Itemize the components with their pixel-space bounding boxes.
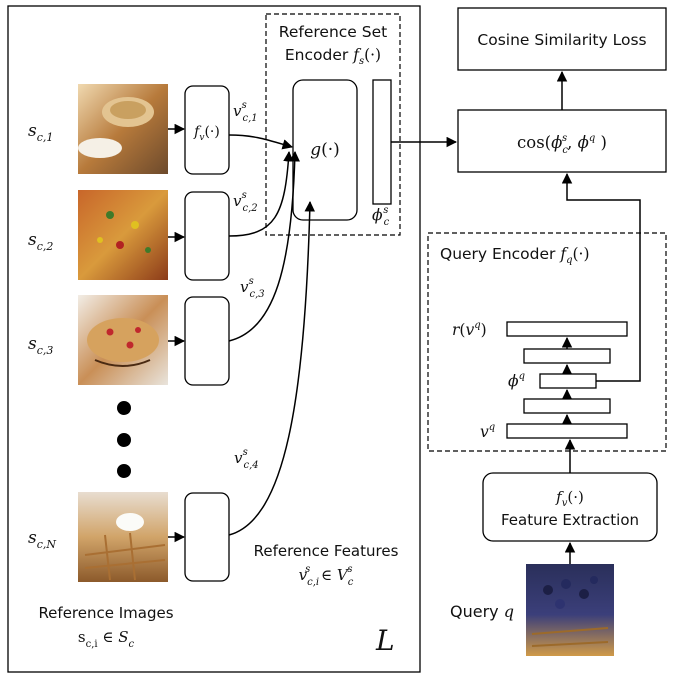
ellipsis-dot-1 xyxy=(117,401,131,415)
ellipsis-dot-3 xyxy=(117,464,131,478)
query-label: Query q xyxy=(450,602,514,621)
curve-v2-g xyxy=(228,150,294,237)
cosine-loss-title: Cosine Similarity Loss xyxy=(477,31,646,49)
query-layer-2 xyxy=(523,348,611,364)
ref-images-title: Reference Images xyxy=(38,604,173,622)
feature-extraction-label: Feature Extraction xyxy=(501,511,639,529)
feature-label-3: vc,3s xyxy=(240,276,265,300)
fv-box-n xyxy=(184,492,230,582)
layer-label-phi-q: ϕq xyxy=(508,371,525,390)
reference-image-2 xyxy=(78,190,168,280)
fv-box-2 xyxy=(184,191,230,281)
sample-label-2: sc,2 xyxy=(28,230,53,253)
cosine-loss-box xyxy=(457,7,667,71)
sample-label-3: sc,3 xyxy=(28,334,53,357)
set-encoder-title-2: Encoder fs(·) xyxy=(285,46,381,67)
reference-image-1 xyxy=(78,84,168,174)
layer-label-r: r(vq) xyxy=(452,320,487,339)
arrow-phiq-cos xyxy=(561,172,641,382)
query-encoder-dashed-box xyxy=(427,232,667,452)
query-encoder-title: Query Encoder fq(·) xyxy=(440,245,590,266)
feature-label-2: vc,2s xyxy=(233,190,258,214)
curve-v1-g xyxy=(228,134,294,150)
layer-label-v-q: vq xyxy=(480,422,495,441)
sample-label-1: sc,1 xyxy=(28,121,53,144)
query-layer-1 xyxy=(506,321,628,337)
cos-label: cos(ϕcs, ϕq ) xyxy=(517,133,607,156)
feature-label-4: vc,4s xyxy=(234,447,259,471)
set-encoder-dashed-box xyxy=(265,13,401,236)
ref-images-formula: sc,i ∈ Sc xyxy=(78,628,135,650)
feature-extraction-box xyxy=(482,472,658,542)
fv-box-1-label: fv(·) xyxy=(193,124,220,143)
ref-features-formula: vc,is ∈ Vcs xyxy=(299,564,354,588)
ref-features-title: Reference Features xyxy=(254,542,399,560)
cos-box xyxy=(457,109,667,173)
curve-v4-g xyxy=(228,200,316,536)
feature-label-1: vc,1s xyxy=(233,100,258,124)
phi-set-bar xyxy=(372,79,392,205)
ellipsis-dot-2 xyxy=(117,433,131,447)
query-image xyxy=(526,564,614,656)
feature-extraction-fn: fv(·) xyxy=(555,488,584,509)
phi-set-label: ϕcs xyxy=(372,205,390,228)
g-function-label: g(·) xyxy=(310,140,340,160)
reference-image-n xyxy=(78,492,168,582)
sample-label-n: sc,N xyxy=(28,528,56,551)
g-function-box xyxy=(292,79,358,221)
query-layer-3 xyxy=(539,373,597,389)
set-encoder-title-1: Reference Set xyxy=(279,23,387,41)
fv-box-3 xyxy=(184,296,230,386)
curve-v3-g xyxy=(228,150,300,342)
loss-symbol-L: L xyxy=(375,624,395,657)
reference-image-3 xyxy=(78,295,168,385)
query-layer-5 xyxy=(506,423,628,439)
query-layer-4 xyxy=(523,398,611,414)
